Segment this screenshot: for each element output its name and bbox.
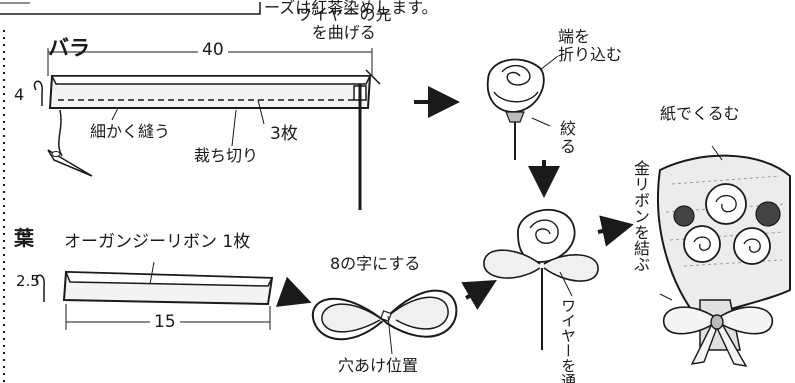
- arrow-right-3: [275, 276, 312, 307]
- rose-with-leaves-drawing: [483, 208, 599, 350]
- height-dimension-mark: [33, 80, 43, 106]
- wire-bend-note: ワイヤーの先 を曲げる: [296, 5, 392, 43]
- needle-icon: [47, 149, 93, 177]
- header-note: ーズは紅茶染めします。: [264, 0, 438, 17]
- figure8-note: 8の字にする: [330, 254, 421, 273]
- wire-pass-note: ワイヤーを通す: [559, 298, 577, 383]
- leaf-length-label: 15: [150, 314, 180, 331]
- ribbon-bow: [663, 306, 717, 335]
- leaf-ribbon-strip: [35, 261, 274, 330]
- rose-fabric-strip: [33, 48, 381, 210]
- rose-title: バラ: [48, 36, 90, 60]
- header-box: [0, 2, 261, 15]
- figure8-ribbon-drawing: [311, 289, 458, 355]
- arrow-right-2: [597, 215, 634, 247]
- tighten-note: 絞 る: [560, 119, 577, 156]
- bouquet-drawing: [657, 145, 791, 367]
- gold-ribbon-note: 金リボンを結ぶ: [631, 160, 650, 272]
- fold-note: 端を 折り込む: [558, 27, 623, 65]
- rose-count: 3枚: [270, 124, 298, 144]
- wrap-note: 紙でくるむ: [660, 104, 740, 123]
- leaf-title: 葉: [14, 226, 34, 250]
- ribbon-label: オーガンジーリボン 1枚: [64, 232, 251, 252]
- leaf-height-label: 2.5: [16, 272, 40, 290]
- rose-height-label: 4: [14, 85, 25, 104]
- arrow-right-4: [461, 279, 497, 310]
- rose-bud-drawing: [486, 55, 559, 160]
- hole-position-note: 穴あけ位置: [338, 356, 419, 375]
- rose-length-label: 40: [198, 42, 228, 59]
- sew-note: 細かく縫う: [90, 122, 171, 141]
- height-dimension-mark: [35, 274, 45, 302]
- cut-note: 裁ち切り: [194, 146, 259, 165]
